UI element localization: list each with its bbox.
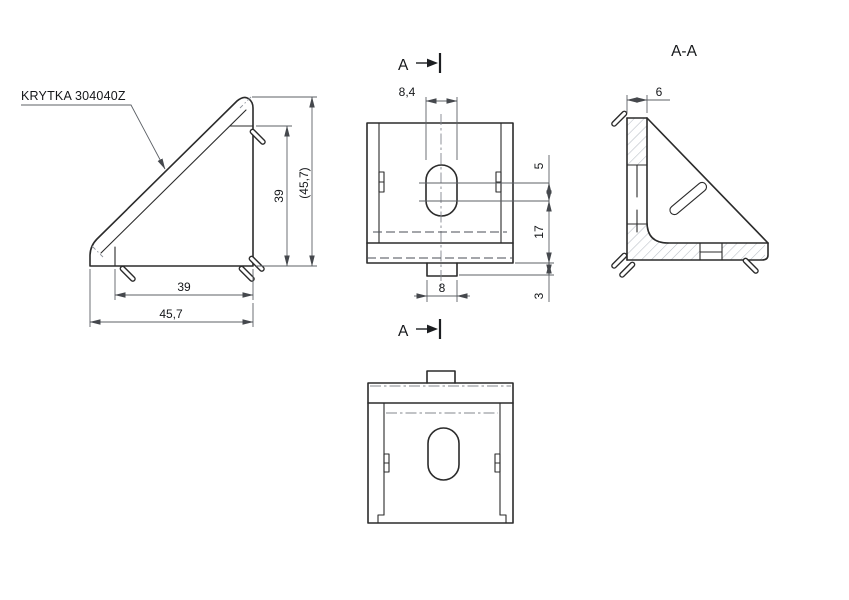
dim-height-total: (45,7) <box>297 167 311 198</box>
dim-lower-section: 17 <box>532 225 546 239</box>
section-arrow-bottom: A <box>398 319 442 340</box>
slot-hole <box>425 164 458 217</box>
section-arrow-label: A <box>398 323 409 340</box>
prong <box>248 255 265 272</box>
slot-hole <box>427 427 460 481</box>
bracket-outline <box>89 96 254 267</box>
dim-slot-width: 8,4 <box>399 85 416 99</box>
prong <box>249 128 266 145</box>
prong <box>119 265 136 282</box>
bottom-view <box>367 370 514 524</box>
dim-width-flat: 39 <box>177 280 191 294</box>
label-leader-line <box>21 104 166 170</box>
prong <box>238 265 255 282</box>
prong <box>611 110 628 127</box>
dim-tab-height: 3 <box>532 292 546 299</box>
dim-slot-center-spacing: 5 <box>532 162 546 169</box>
section-slot <box>669 181 708 216</box>
side-view: KRYTKA 304040Z 39 (45,7) 39 45,7 <box>21 89 317 327</box>
prong <box>619 261 636 278</box>
section-arrow-label: A <box>398 57 409 74</box>
dim-width-total: 45,7 <box>159 307 183 321</box>
dim-tab-width: 8 <box>439 281 446 295</box>
prong <box>611 252 628 269</box>
bottom-tab <box>426 262 458 277</box>
section-arrow-top: A <box>398 53 442 74</box>
part-label: KRYTKA 304040Z <box>21 89 126 103</box>
dim-wall-thickness: 6 <box>656 85 663 99</box>
front-view: 8,4 5 17 3 8 <box>366 85 554 302</box>
section-view: A-A 6 <box>611 43 769 278</box>
section-title: A-A <box>671 43 698 60</box>
top-tab <box>426 370 456 384</box>
prong <box>742 257 759 274</box>
bottom-body-outline <box>367 402 514 524</box>
front-body-outline <box>366 122 514 264</box>
section-arrowhead <box>427 324 438 334</box>
dim-height-flat: 39 <box>272 189 286 203</box>
section-arrowhead <box>427 58 438 68</box>
